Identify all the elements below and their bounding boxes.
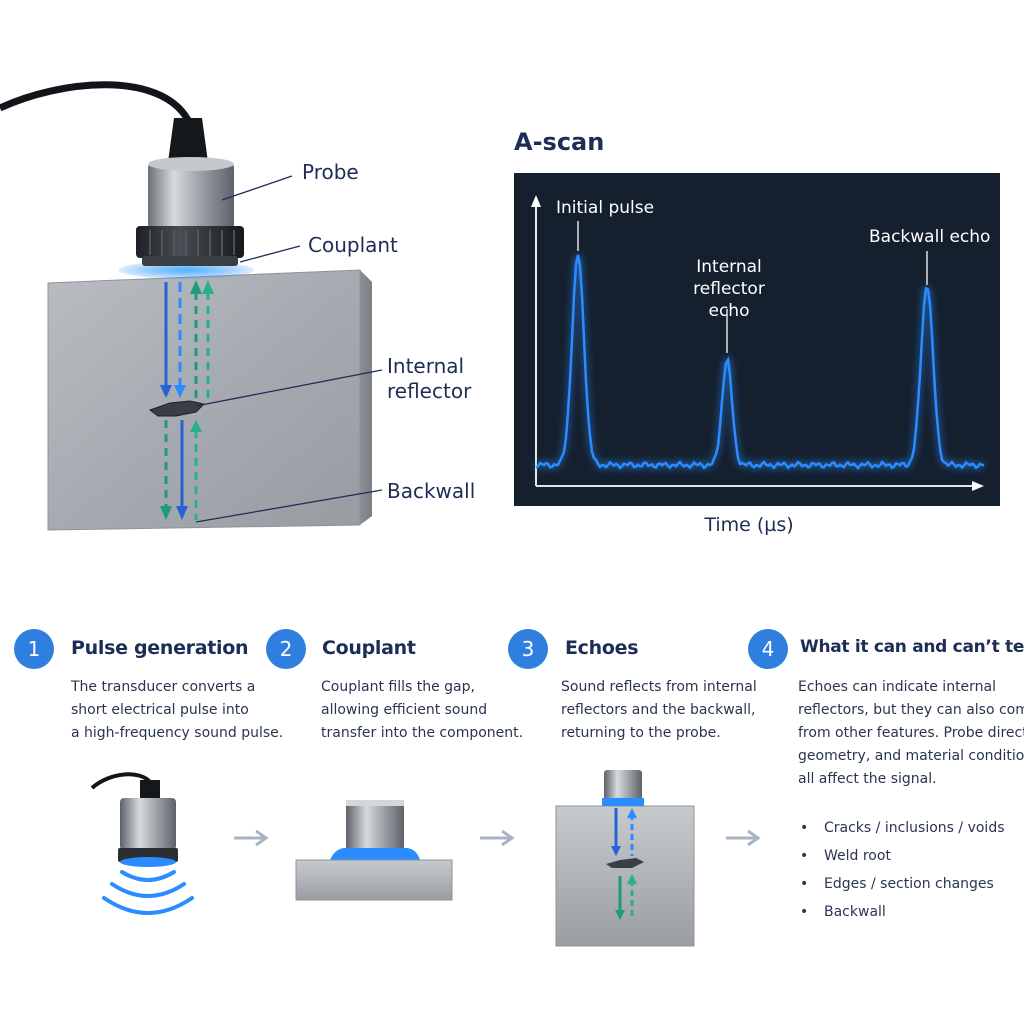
step-illustrations [90, 770, 761, 947]
probe-cable [0, 81, 192, 160]
step-1-body: The transducer converts a short electric… [71, 676, 283, 745]
step-4-number: 4 [748, 629, 788, 669]
step-3-line: reflectors and the backwall, [561, 702, 756, 718]
bullet-item: •Backwall [800, 904, 886, 920]
step-1-title: Pulse generation [71, 637, 249, 659]
probe-body [148, 162, 234, 230]
label-initial-pulse: Initial pulse [556, 198, 655, 218]
bullet-text: Edges / section changes [824, 876, 994, 892]
callout-internal-reflector-line2: reflector [387, 379, 472, 403]
step-3-title: Echoes [565, 637, 639, 659]
step-1-line: short electrical pulse into [71, 702, 249, 718]
callout-backwall: Backwall [387, 479, 476, 503]
step-3-line: Sound reflects from internal [561, 679, 757, 695]
step-2-line: Couplant fills the gap, [321, 679, 475, 695]
step-4-line: all affect the signal. [798, 771, 937, 787]
ascan-signal-line [535, 254, 985, 470]
step-3-number: 3 [508, 629, 548, 669]
label-internal-reflector-echo-line2: reflector echo [693, 279, 765, 322]
couplant-icon [295, 800, 453, 901]
callout-couplant: Couplant [308, 233, 398, 257]
echoes-icon [555, 770, 695, 947]
step-1-number: 1 [14, 629, 54, 669]
y-axis-arrowhead [531, 195, 541, 207]
callout-internal-reflector: Internal reflector [387, 354, 471, 404]
arrow-icon [480, 829, 515, 847]
label-internal-reflector-echo-line1: Internal [696, 257, 762, 277]
step-4-line: from other features. Probe direction, [798, 725, 1024, 741]
bullet-text: Cracks / inclusions / voids [824, 820, 1005, 836]
ascan-plot [531, 195, 985, 491]
step-2-line: allowing efficient sound [321, 702, 488, 718]
internal-reflector-flaw [148, 400, 206, 417]
probe-ring [136, 226, 244, 258]
ascan-x-axis-label: Time (µs) [704, 514, 794, 536]
probe-block-diagram [0, 81, 383, 531]
bullet-item: •Edges / section changes [800, 876, 994, 892]
step-4-bullet-list: •Cracks / inclusions / voids •Weld root … [800, 817, 1005, 929]
callout-probe: Probe [302, 160, 359, 184]
label-backwall-echo: Backwall echo [869, 227, 991, 247]
label-internal-reflector-echo: Internal reflector echo [674, 256, 784, 322]
step-1-line: The transducer converts a [71, 679, 256, 695]
step-4-body: Echoes can indicate internal reflectors,… [798, 676, 1024, 791]
bullet-item: •Cracks / inclusions / voids [800, 820, 1005, 836]
step-4-line: Echoes can indicate internal [798, 679, 997, 695]
step-4-line: geometry, and material condition [798, 748, 1024, 764]
x-axis-arrowhead [972, 481, 984, 491]
leader-lines [195, 175, 383, 523]
step-2-number: 2 [266, 629, 306, 669]
bullet-text: Weld root [824, 848, 891, 864]
step-4-line: reflectors, but they can also come [798, 702, 1024, 718]
step-3-line: returning to the probe. [561, 725, 721, 741]
arrow-icon [726, 829, 761, 847]
sound-beam-arrows [160, 280, 214, 520]
transducer-pulse-icon [90, 772, 194, 915]
cable-strain-relief [168, 118, 208, 162]
step-4-title: What it can and can’t tell you [800, 637, 1024, 657]
ascan-panel: Initial pulse Internal reflector echo Ba… [514, 173, 1000, 506]
step-3-body: Sound reflects from internal reflectors … [561, 676, 757, 745]
step-1-line: a high-frequency sound pulse. [71, 725, 284, 741]
arrow-icon [234, 829, 269, 847]
callout-internal-reflector-line1: Internal [387, 354, 465, 378]
step-2-line: transfer into the component. [321, 725, 524, 741]
ascan-title: A-scan [514, 128, 605, 156]
step-2-body: Couplant fills the gap, allowing efficie… [321, 676, 523, 745]
bullet-item: •Weld root [800, 848, 891, 864]
bullet-text: Backwall [824, 904, 886, 920]
step-2-title: Couplant [322, 637, 416, 659]
